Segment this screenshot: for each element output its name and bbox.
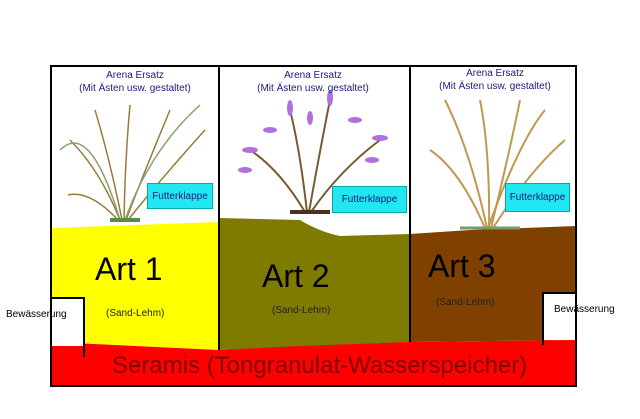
irrigation-label-left: Bewässerung [6, 309, 67, 320]
species-label-3: Art 3 [428, 248, 496, 284]
seramis-layer [51, 340, 576, 386]
substrate-label-1: (Sand-Lehm) [106, 308, 165, 319]
species-label-1: Art 1 [95, 251, 163, 287]
feed-hatch-3: Futterklappe [505, 183, 570, 212]
grass-plant-icon [59, 104, 206, 222]
irrigation-label-right: Bewässerung [554, 304, 615, 315]
soil-art-1 [51, 222, 219, 350]
species-label-2: Art 2 [262, 258, 330, 294]
flowering-shrub-icon [238, 90, 388, 214]
substrate-label-2: (Sand-Lehm) [272, 305, 331, 316]
irrigation-box-right [543, 293, 576, 340]
feed-hatch-2: Futterklappe [332, 186, 407, 213]
soil-art-2 [219, 218, 410, 350]
feed-hatch-1: Futterklappe [147, 183, 213, 209]
bare-shrub-icon [429, 99, 566, 230]
reservoir-label: Seramis (Tongranulat-Wasserspeicher) [112, 352, 528, 379]
arena-label-2: Arena Ersatz(Mit Ästen usw. gestaltet) [257, 70, 369, 94]
arena-label-1: Arena Ersatz(Mit Ästen usw. gestaltet) [79, 70, 191, 94]
arena-label-3: Arena Ersatz(Mit Ästen usw. gestaltet) [439, 68, 551, 92]
substrate-label-3: (Sand-Lehm) [436, 297, 495, 308]
irrigation-box-left [51, 298, 84, 346]
soil-art-3 [410, 226, 576, 342]
